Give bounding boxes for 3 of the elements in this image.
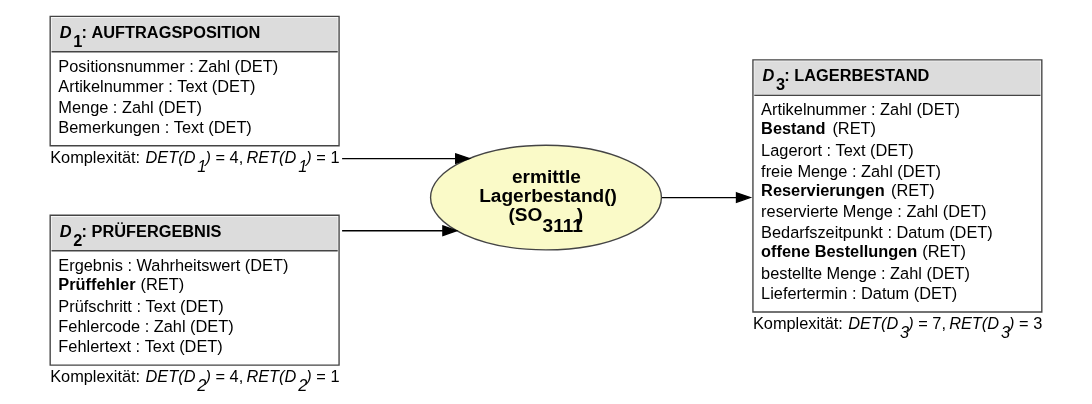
arrow [341,225,459,237]
arrow [661,191,753,204]
arrow [341,152,472,165]
